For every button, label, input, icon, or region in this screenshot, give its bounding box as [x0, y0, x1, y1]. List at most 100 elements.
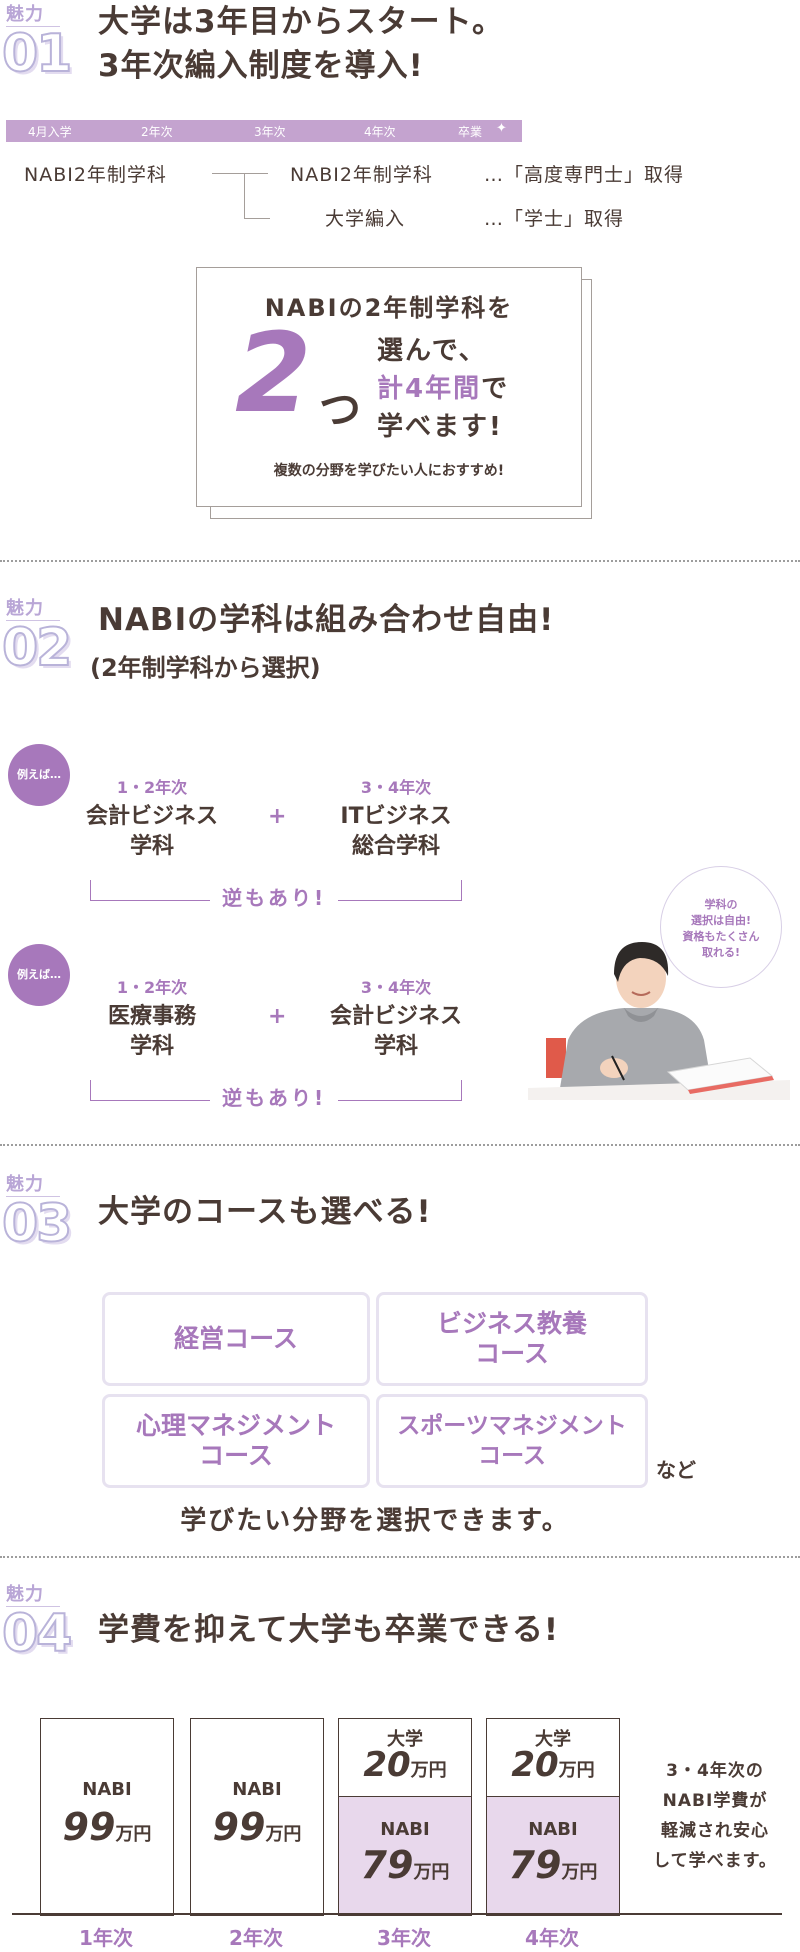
- note-line: 軽減され安心: [661, 1821, 769, 1841]
- dept-line: 学科: [129, 1034, 174, 1059]
- fee-box-year1: NABI 99万円: [40, 1718, 174, 1916]
- course-line: コース: [478, 1443, 546, 1469]
- plus-sign: +: [268, 1004, 287, 1029]
- fee-box-year4-nabi: NABI 79万円: [486, 1796, 620, 1916]
- callout-line3: 計4年間で: [377, 368, 509, 405]
- callout-line4: 学べます!: [377, 412, 503, 442]
- fee-number: 99: [212, 1805, 266, 1849]
- example1-dept2: ITビジネス総合学科: [296, 802, 496, 862]
- fee-value: 99万円: [41, 1805, 173, 1849]
- section4-tag-line: [6, 1606, 60, 1607]
- section3-tag-line: [6, 1196, 60, 1197]
- course-card: ビジネス教養コース: [376, 1292, 648, 1386]
- example1-years1: 1・2年次: [116, 778, 188, 797]
- fee-value: 79万円: [339, 1843, 471, 1887]
- bubble-line: 資格もたくさん: [682, 930, 760, 943]
- reverse-label: 逆もあり!: [210, 1082, 339, 1111]
- course-line: スポーツマネジメント: [397, 1413, 627, 1439]
- dept-line: 学科: [129, 834, 174, 859]
- flow-left-label: NABI2年制学科: [24, 164, 167, 186]
- timeline-item: 4年次: [364, 125, 396, 139]
- course-card: スポーツマネジメントコース: [376, 1394, 648, 1488]
- section2-number: 02: [1, 617, 73, 679]
- divider: [0, 1556, 800, 1558]
- bubble-line: 選択は自由!: [690, 914, 752, 927]
- fee-value: 20万円: [487, 1745, 619, 1785]
- section1-tag-line: [6, 26, 60, 27]
- fee-unit: 万円: [413, 1862, 450, 1883]
- fee-label: 大学: [535, 1729, 571, 1750]
- dept-line: 会計ビジネス: [329, 1004, 462, 1029]
- example2-dept1: 医療事務学科: [52, 1002, 252, 1062]
- example2-dept2: 会計ビジネス学科: [296, 1002, 496, 1062]
- example1-years2: 3・4年次: [360, 778, 432, 797]
- bubble-line: 取れる!: [701, 946, 741, 959]
- fee-label: NABI: [232, 1779, 282, 1800]
- dept-line: ITビジネス: [340, 804, 452, 829]
- courses-caption: 学びたい分野を選択できます。: [180, 1506, 570, 1536]
- callout-line2: 選んで、: [377, 336, 487, 366]
- example-badge: 例えば…: [8, 744, 70, 806]
- pen: [611, 1055, 625, 1081]
- fee-value: 99万円: [191, 1805, 323, 1849]
- course-line: ビジネス教養: [436, 1309, 587, 1338]
- dept-line: 会計ビジネス: [85, 804, 218, 829]
- note-line: NABI学費が: [662, 1791, 768, 1811]
- fee-unit: 万円: [115, 1824, 152, 1845]
- course-card: 心理マネジメントコース: [102, 1394, 370, 1488]
- dept-line: 総合学科: [351, 834, 440, 859]
- section4-heading: 学費を抑えて大学も卒業できる!: [98, 1612, 559, 1648]
- fee-box-year3-university: 大学 20万円: [338, 1718, 472, 1798]
- sparkle-icon: ✦: [496, 121, 507, 136]
- callout-big-number: 2: [235, 309, 312, 437]
- section1-number: 01: [1, 23, 73, 85]
- flow-connector: [244, 218, 270, 219]
- callout-highlight: 計4年間: [377, 374, 482, 404]
- fee-label: NABI: [380, 1819, 430, 1840]
- flow-bottom-result: …「学士」取得: [484, 208, 625, 230]
- timeline-item: 4月入学: [28, 125, 72, 139]
- face: [616, 948, 666, 1008]
- flow-connector: [212, 173, 268, 174]
- plus-sign: +: [268, 804, 287, 829]
- section1-heading-line1: 大学は3年目からスタート。: [98, 4, 504, 40]
- baseline: [12, 1913, 782, 1915]
- section3-tag: 魅力: [6, 1174, 44, 1195]
- fee-number: 79: [360, 1843, 414, 1887]
- section2-tag-line: [6, 620, 60, 621]
- fee-value: 20万円: [339, 1745, 471, 1785]
- timeline-item: 2年次: [141, 125, 173, 139]
- year-label: 3年次: [377, 1926, 431, 1950]
- section3-heading: 大学のコースも選べる!: [98, 1194, 432, 1230]
- fee-unit: 万円: [410, 1760, 447, 1781]
- example-badge: 例えば…: [8, 944, 70, 1006]
- notebook-edge: [688, 1076, 774, 1094]
- note-line: して学べます。: [653, 1851, 777, 1871]
- reverse-label: 逆もあり!: [210, 882, 339, 911]
- year-label: 2年次: [229, 1926, 283, 1950]
- flow-top-label: NABI2年制学科: [290, 164, 433, 186]
- fee-number: 20: [363, 1745, 411, 1785]
- section2-heading: NABIの学科は組み合わせ自由!: [98, 602, 555, 638]
- callout-line3-end: で: [481, 374, 510, 404]
- section4-number: 04: [1, 1603, 73, 1665]
- example2-years1: 1・2年次: [116, 978, 188, 997]
- section1-heading-line2: 3年次編入制度を導入!: [98, 48, 424, 84]
- divider: [0, 1144, 800, 1146]
- fee-box-year4-university: 大学 20万円: [486, 1718, 620, 1798]
- section3-number: 03: [1, 1193, 73, 1255]
- fee-label: NABI: [528, 1819, 578, 1840]
- flow-bottom-label: 大学編入: [325, 208, 406, 230]
- smile: [631, 991, 651, 996]
- fee-number: 79: [508, 1843, 562, 1887]
- course-line: コース: [475, 1339, 549, 1368]
- fee-label: 大学: [387, 1729, 423, 1750]
- divider: [0, 560, 800, 562]
- speech-bubble: 学科の 選択は自由! 資格もたくさん 取れる!: [660, 866, 782, 988]
- timeline-item: 3年次: [254, 125, 286, 139]
- fee-box-year3-nabi: NABI 79万円: [338, 1796, 472, 1916]
- course-line: 経営コース: [174, 1324, 298, 1353]
- fee-note: 3・4年次の NABI学費が 軽減され安心 して学べます。: [640, 1756, 790, 1876]
- fee-unit: 万円: [561, 1862, 598, 1883]
- hood: [624, 1008, 658, 1022]
